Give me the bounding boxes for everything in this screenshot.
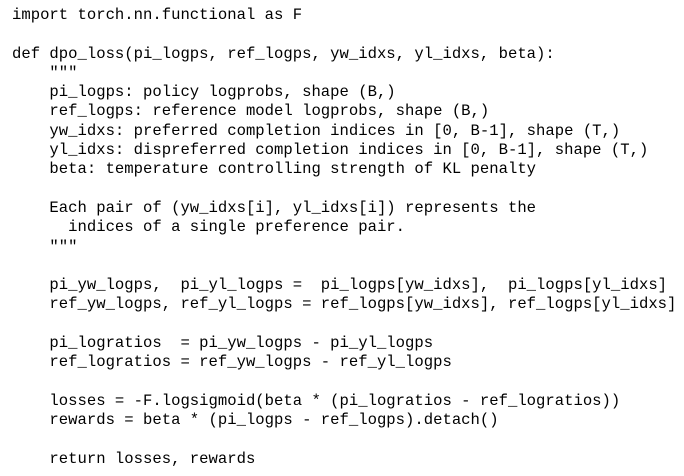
code-line: ref_yw_logps, ref_yl_logps = ref_logps[y… — [12, 295, 677, 314]
code-line — [12, 257, 684, 276]
code-line — [12, 373, 684, 392]
code-line: return losses, rewards — [12, 449, 256, 468]
code-line: """ — [12, 237, 78, 256]
code-line — [12, 315, 684, 334]
code-line: rewards = beta * (pi_logps - ref_logps).… — [12, 411, 499, 430]
code-line: yw_idxs: preferred completion indices in… — [12, 121, 621, 140]
code-line — [12, 431, 684, 450]
code-line: """ — [12, 63, 78, 82]
code-line: ref_logps: reference model logprobs, sha… — [12, 102, 490, 121]
code-line: pi_yw_logps, pi_yl_logps = pi_logps[yw_i… — [12, 276, 668, 295]
code-line: ref_logratios = ref_yw_logps - ref_yl_lo… — [12, 353, 452, 372]
code-line — [12, 180, 684, 199]
code-line: indices of a single preference pair. — [12, 218, 406, 237]
code-line: import torch.nn.functional as F — [12, 6, 303, 24]
code-line: beta: temperature controlling strength o… — [12, 160, 537, 179]
code-line: pi_logps: policy logprobs, shape (B,) — [12, 83, 396, 102]
code-line: Each pair of (yw_idxs[i], yl_idxs[i]) re… — [12, 198, 537, 217]
code-line: yl_idxs: dispreferred completion indices… — [12, 141, 649, 160]
code-line: pi_logratios = pi_yw_logps - pi_yl_logps — [12, 334, 434, 353]
code-line: def dpo_loss(pi_logps, ref_logps, yw_idx… — [12, 44, 555, 63]
code-line — [12, 25, 684, 44]
code-line: losses = -F.logsigmoid(beta * (pi_lograt… — [12, 391, 621, 410]
